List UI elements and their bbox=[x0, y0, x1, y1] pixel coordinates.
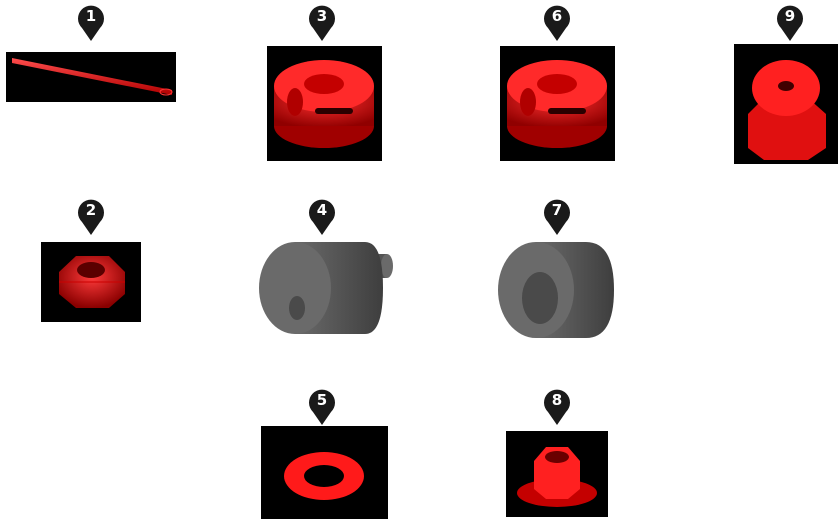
callout-number-6: 6 bbox=[543, 7, 571, 25]
part-sleeve-image bbox=[496, 238, 616, 344]
part-hex-nut-image bbox=[41, 242, 141, 322]
callout-marker-2: 2 bbox=[77, 198, 105, 236]
callout-number-9: 9 bbox=[776, 7, 804, 25]
callout-number-4: 4 bbox=[308, 201, 336, 219]
callout-marker-3: 3 bbox=[308, 4, 336, 42]
callout-marker-9: 9 bbox=[776, 4, 804, 42]
callout-number-2: 2 bbox=[77, 201, 105, 219]
callout-number-7: 7 bbox=[543, 201, 571, 219]
part-pin-image bbox=[6, 52, 176, 102]
callout-marker-1: 1 bbox=[77, 4, 105, 42]
part-flange-nut-image bbox=[506, 431, 608, 517]
callout-number-5: 5 bbox=[308, 391, 336, 409]
part-cap-nut-image bbox=[734, 44, 838, 164]
callout-marker-8: 8 bbox=[543, 388, 571, 426]
callout-number-3: 3 bbox=[308, 7, 336, 25]
callout-number-8: 8 bbox=[543, 391, 571, 409]
part-washer-image bbox=[261, 426, 388, 519]
callout-marker-7: 7 bbox=[543, 198, 571, 236]
callout-marker-4: 4 bbox=[308, 198, 336, 236]
part-stepped-bushing-image bbox=[255, 238, 395, 344]
callout-marker-6: 6 bbox=[543, 4, 571, 42]
part-spacer-6-image bbox=[500, 46, 615, 161]
callout-marker-5: 5 bbox=[308, 388, 336, 426]
callout-number-1: 1 bbox=[77, 7, 105, 25]
part-spacer-3-image bbox=[267, 46, 382, 161]
